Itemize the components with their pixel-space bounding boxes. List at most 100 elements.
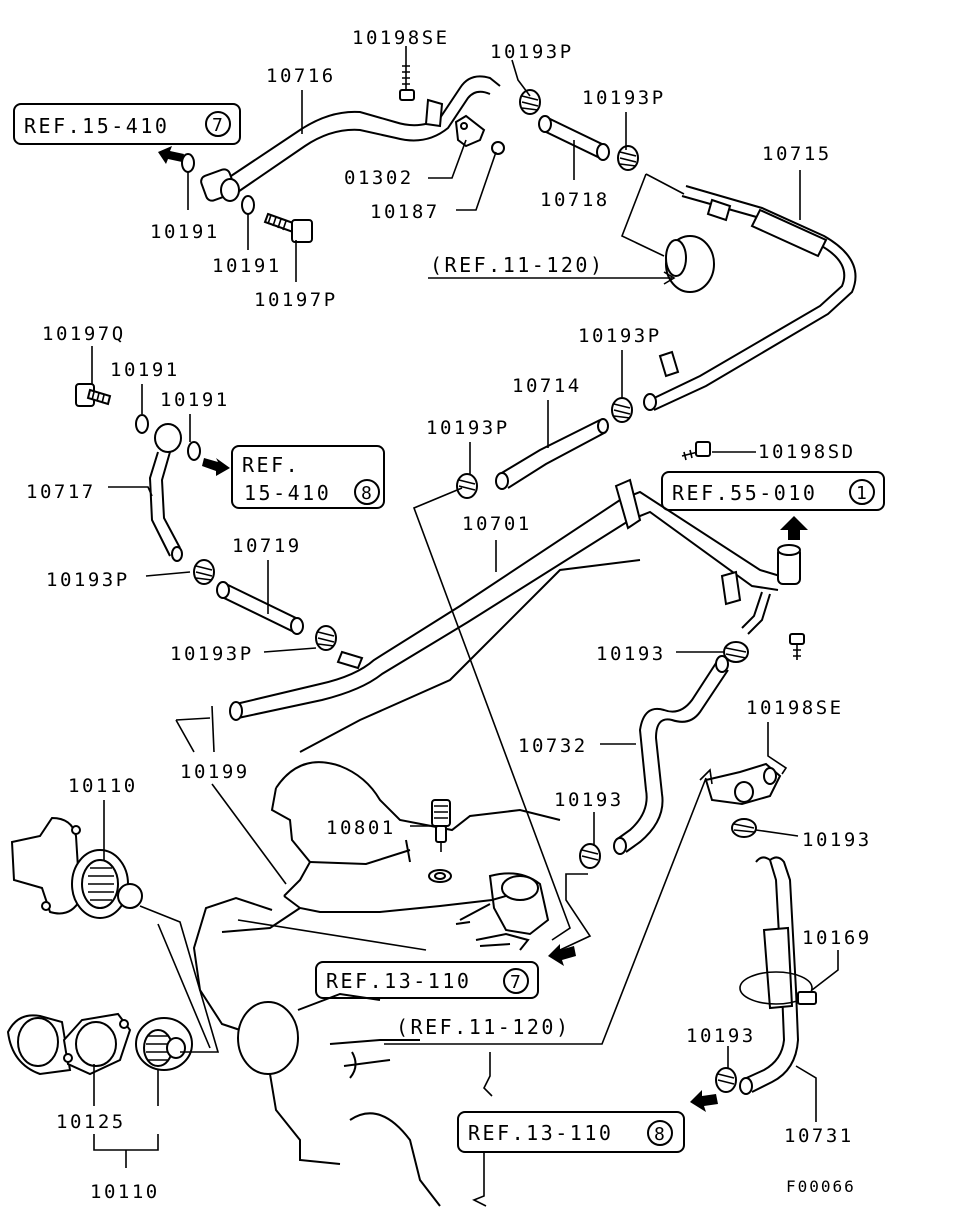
part-label: 10193P	[490, 41, 574, 63]
clamp-10193P-d	[456, 473, 478, 499]
part-label: 01302	[344, 167, 414, 189]
part-label: 10714	[512, 375, 582, 397]
clamp-10193-d	[715, 1067, 737, 1093]
ref-13-110-7-circle: 7	[510, 972, 521, 993]
part-label: 10193	[596, 643, 666, 665]
pipe-10716	[200, 75, 501, 202]
thermostat-10110	[135, 1017, 193, 1071]
ref-11-120-top: (REF.11-120)	[430, 253, 605, 277]
part-label: 10110	[90, 1181, 160, 1203]
part-label: 10193	[686, 1025, 756, 1047]
ref-15-410-8-line1: REF.	[242, 453, 300, 477]
arrow-to-ref-15-410-8	[202, 458, 230, 476]
bolt-10198SD	[681, 441, 711, 461]
bolt-10197Q	[75, 383, 112, 407]
part-label: 10191	[160, 389, 230, 411]
clamp-10193-b	[731, 818, 757, 838]
clamp-10193P-b	[617, 145, 639, 171]
part-label: 10193	[554, 789, 624, 811]
pipe-10717	[148, 423, 183, 562]
ref-box-15-410-7: REF.15-410 7	[13, 103, 241, 145]
part-label: 10701	[462, 513, 532, 535]
part-label: 10193P	[170, 643, 254, 665]
reservoir-tank	[665, 235, 715, 293]
part-label: 10191	[150, 221, 220, 243]
bolt-10198SE-top	[399, 62, 415, 101]
part-label: 10717	[26, 481, 96, 503]
ref-15-410-7-circle: 7	[212, 115, 223, 136]
part-label: 10198SE	[352, 27, 450, 49]
part-label: 10193P	[578, 325, 662, 347]
bolt-10197P	[263, 212, 313, 243]
part-label: 10110	[68, 775, 138, 797]
part-label: 10197P	[254, 289, 338, 311]
part-label: 10125	[56, 1111, 126, 1133]
hose-10732	[613, 655, 729, 855]
part-label: 10193	[802, 829, 872, 851]
clamp-10193P-e	[193, 559, 215, 585]
ref-box-13-110-8: REF.13-110 8	[457, 1111, 685, 1153]
leader-lines	[91, 46, 839, 1207]
part-label: 10199	[180, 761, 250, 783]
bracket-01302	[454, 114, 486, 148]
ref-15-410-8-line2: 15-410	[244, 481, 331, 505]
part-label: 10198SE	[746, 697, 844, 719]
hose-10715	[643, 185, 857, 411]
part-label: 10193P	[582, 87, 666, 109]
ref-15-410-7-text: REF.15-410	[24, 114, 169, 138]
thermostat-housing-10110-bottom	[6, 1014, 72, 1076]
gasket-10125	[62, 1012, 132, 1076]
arrow-to-ref-15-410-7	[158, 146, 184, 164]
washer-10191-a	[181, 153, 195, 173]
thermostat-housing-10110-top	[10, 816, 143, 919]
hose-10714	[495, 418, 609, 490]
ref-55-010-1-circle: 1	[856, 483, 867, 504]
part-label: 10191	[212, 255, 282, 277]
figure-code: F00066	[786, 1177, 856, 1196]
clamp-10193P-c	[611, 397, 633, 423]
arrow-to-ref-13-110-8	[690, 1090, 718, 1112]
arrow-to-ref-55-010-1	[780, 516, 808, 540]
clamp-10193P-f	[315, 625, 337, 651]
part-label: 10718	[540, 189, 610, 211]
part-label: 10169	[802, 927, 872, 949]
washer-10191-c	[135, 414, 149, 434]
part-label: 10193P	[426, 417, 510, 439]
ref-box-15-410-8: REF. 15-410 8	[231, 445, 385, 509]
housing-fitting	[704, 762, 782, 806]
ref-box-13-110-7: REF.13-110 7	[315, 961, 539, 999]
ref-13-110-7-text: REF.13-110	[326, 969, 471, 993]
sensor-10801	[428, 799, 452, 883]
hose-10731	[739, 856, 800, 1095]
arrow-to-ref-13-110-7	[548, 944, 576, 966]
part-label: 10801	[326, 817, 396, 839]
part-label: 10198SD	[758, 441, 856, 463]
part-label: 10732	[518, 735, 588, 757]
part-label: 10197Q	[42, 323, 126, 345]
part-label: 10716	[266, 65, 336, 87]
bolt-10198SE-mid	[789, 633, 805, 660]
ref-box-55-010-1: REF.55-010 1	[661, 471, 885, 511]
ref-55-010-1-text: REF.55-010	[672, 481, 817, 505]
part-label: 10715	[762, 143, 832, 165]
engine-block	[192, 761, 561, 1207]
nut-10187	[491, 141, 505, 155]
ref-15-410-8-circle: 8	[361, 483, 372, 504]
ref-13-110-8-text: REF.13-110	[468, 1121, 613, 1145]
washer-10191-d	[187, 441, 201, 461]
part-label: 10193P	[46, 569, 130, 591]
part-label: 10187	[370, 201, 440, 223]
pipe-10701	[229, 478, 801, 753]
ref-13-110-8-circle: 8	[654, 1124, 665, 1145]
hose-10718	[538, 115, 610, 161]
washer-10191-b	[241, 195, 255, 215]
part-label: 10731	[784, 1125, 854, 1147]
part-label: 10719	[232, 535, 302, 557]
band-10169	[739, 971, 817, 1005]
hose-10719	[216, 581, 304, 635]
part-label: 10191	[110, 359, 180, 381]
clamp-10193-c	[579, 843, 601, 869]
leader-tank	[620, 173, 685, 257]
clamp-10193-a	[723, 641, 749, 663]
